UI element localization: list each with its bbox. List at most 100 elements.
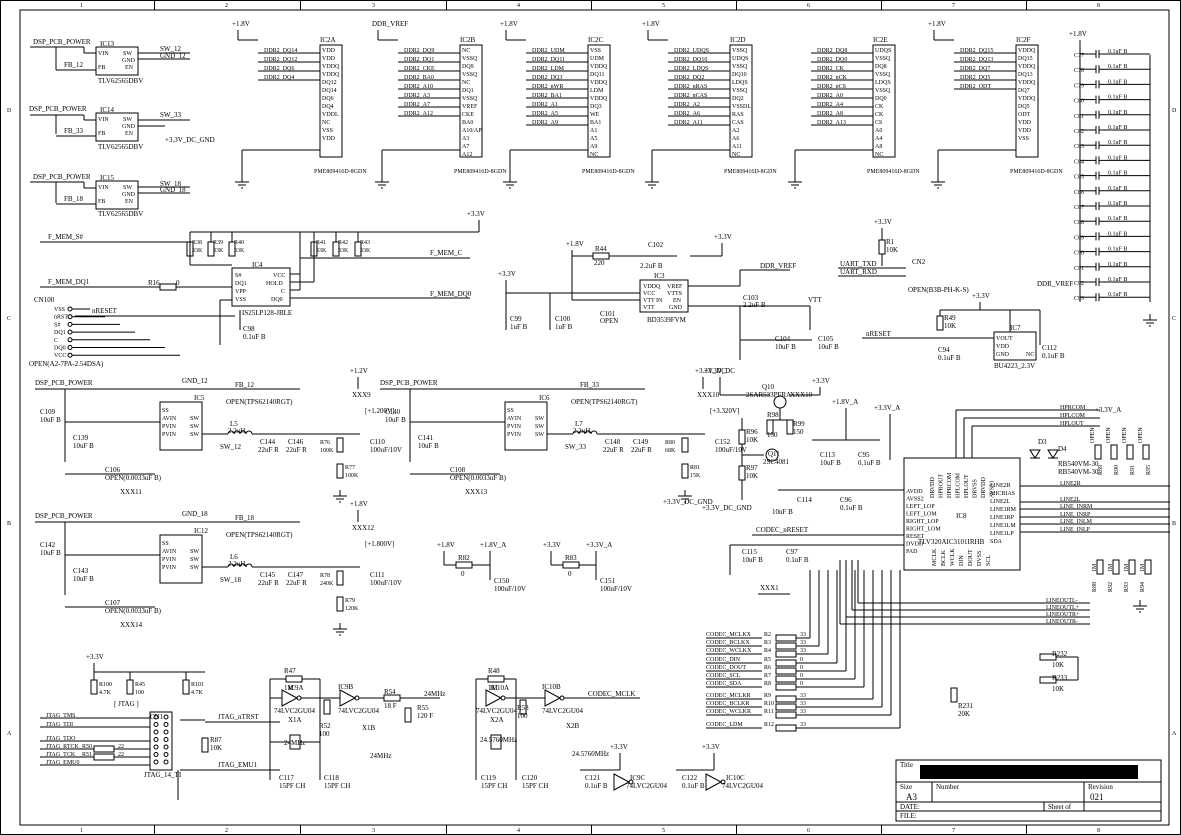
jtag-pullup-ref: R101 xyxy=(191,682,204,688)
svg-text:VTT: VTT xyxy=(808,296,822,304)
svg-text:+1.8V: +1.8V xyxy=(566,240,584,248)
flash-pullup-resistor xyxy=(207,241,215,257)
redacted-title xyxy=(920,765,1138,779)
column-label-top: 5 xyxy=(662,3,665,9)
decap-value: 0.1uF B xyxy=(1108,49,1127,55)
ddr-pin: A5 xyxy=(590,136,597,142)
decap-value: 0.1uF B xyxy=(1108,171,1127,177)
ddr-net-label: DDR2_DQ4 xyxy=(264,75,294,81)
ddr-net-label: DDR2_A7 xyxy=(404,102,430,108)
svg-text:74LVC2GU04: 74LVC2GU04 xyxy=(338,707,379,715)
svg-text:HOLD: HOLD xyxy=(266,281,283,287)
ddr-net-label: DDR2_DQ2 xyxy=(674,75,704,81)
ddr-pin: VDDQ xyxy=(322,64,340,70)
ddr-pin: VSS xyxy=(322,128,333,134)
column-label-top: 2 xyxy=(225,3,228,9)
jtag-pin xyxy=(163,752,169,757)
buck-body xyxy=(504,401,548,451)
codec-hp-net: HPRCOM xyxy=(1060,405,1086,411)
ddr-pin: UDM xyxy=(590,56,605,62)
ddr-ref: IC2A xyxy=(320,36,336,44)
svg-text:+3.3V: +3.3V xyxy=(714,233,732,241)
flash-pullup-ref: R43 xyxy=(360,240,370,246)
ddr-pin: DQ0 xyxy=(875,96,887,102)
ddr-body xyxy=(729,44,753,158)
svg-text:X1B: X1B xyxy=(362,724,376,732)
svg-text:C: C xyxy=(281,289,285,295)
ddr-net-label: DDR2_DQ12 xyxy=(264,57,297,63)
svg-text:C94: C94 xyxy=(938,346,950,354)
divider-resistor xyxy=(336,437,344,453)
svg-text:24.5760MHz: 24.5760MHz xyxy=(480,736,517,744)
svg-text:IC10B: IC10B xyxy=(542,683,561,691)
svg-text:+3.3V: +3.3V xyxy=(812,377,830,385)
decap-value: 0.1uF B xyxy=(1108,79,1127,85)
codec-bus-net: CODEC_MCLKR xyxy=(706,693,751,699)
svg-text:VPP: VPP xyxy=(235,289,247,295)
column-label-bottom: 5 xyxy=(662,828,665,834)
svg-text:VTT IN: VTT IN xyxy=(643,298,663,304)
ddr-net-label: DDR2_DQ7 xyxy=(960,66,990,72)
svg-text:+3.3V: +3.3V xyxy=(467,210,485,218)
ddr-body xyxy=(459,44,483,158)
divider-ref: R80 xyxy=(665,440,675,446)
codec-bus-value: 33 xyxy=(800,722,806,728)
buck-out-rail: +1.8V xyxy=(350,500,368,508)
codec-bus-ref: R11 xyxy=(764,709,774,715)
codec-bus-value: 0 xyxy=(800,673,803,679)
svg-text:15PF CH: 15PF CH xyxy=(279,782,305,790)
jtag-pullup-value: 4.7K xyxy=(99,690,112,696)
jtag-pin xyxy=(153,729,159,735)
row-label-right: D xyxy=(1172,108,1177,114)
buck-xxx: XXX13 xyxy=(465,488,488,496)
ddr-net-label: DDR2_UDQS xyxy=(674,48,709,54)
svg-text:D3: D3 xyxy=(1038,438,1047,446)
buck-pin: PVIN xyxy=(507,424,522,430)
codec-bias-value: 1M xyxy=(1108,563,1114,572)
inductor-coil xyxy=(245,563,253,568)
ddr-net-label: DDR2_nCS xyxy=(817,84,846,90)
codec-bus-ref: R4 xyxy=(764,648,771,654)
buck-pin: SW xyxy=(190,432,199,438)
codec-pin-left: RESET xyxy=(906,534,925,540)
ddr-net-label: DDR2_nRAS xyxy=(674,84,707,90)
svg-text:XXX10: XXX10 xyxy=(790,391,813,399)
codec-bias-ref: R88 xyxy=(1092,582,1098,592)
ddr-pin: A9 xyxy=(590,144,597,150)
ddr-memory-blocks: IC2AVDDVDDVDDQVDDQDQ12DQ14DQ6DQ4VDDLNCVS… xyxy=(232,20,1063,189)
ddr-pin: DQ7 xyxy=(1018,88,1030,94)
codec-pin-top: DRVDD xyxy=(930,476,936,498)
ddr-net-label: DDR2_DQ0 xyxy=(817,57,847,63)
svg-text:C118: C118 xyxy=(324,774,339,782)
buck-input: DSP_PCB_POWER xyxy=(35,512,93,520)
buck-pin: SW xyxy=(535,424,544,430)
ddr-block-ic2b: IC2BNCVSSQDQ9VSSQNCDQ1VSSQVREFCKEBA0A10/… xyxy=(372,20,507,189)
svg-text:R54: R54 xyxy=(384,688,396,696)
ddr-pin: DQ13 xyxy=(1018,72,1033,78)
codec-pin-right: MICBIAS xyxy=(990,491,1015,497)
ddr-pin: LDM xyxy=(590,88,604,94)
codec-hp-net: HPLOUT xyxy=(1060,421,1084,427)
cn100-pin-label: S# xyxy=(54,322,60,328)
ddr-net-label: DDR2_BA0 xyxy=(404,75,434,81)
svg-text:74LVC2GU04: 74LVC2GU04 xyxy=(542,707,583,715)
ddr-net-label: DDR2_A3 xyxy=(404,93,430,99)
ddr-pin: VDDQ xyxy=(590,64,608,70)
svg-text:10uF B: 10uF B xyxy=(772,508,793,516)
codec-bus-net: CODEC_DOUT xyxy=(706,665,746,671)
jtag-net: JTAG_RTCK xyxy=(46,744,79,750)
ddr-pin: A0 xyxy=(875,128,882,134)
svg-text:R48: R48 xyxy=(488,667,500,675)
column-label-bottom: 8 xyxy=(1097,828,1100,834)
svg-text:C96: C96 xyxy=(840,496,852,504)
ddr-net-label: DDR2_DQ14 xyxy=(264,48,297,54)
codec-open-label: OPEN xyxy=(1122,427,1128,443)
divider-resistor xyxy=(336,463,344,479)
ddr-supply: +1.8V xyxy=(642,20,660,28)
jtag-pin xyxy=(153,714,159,720)
ddr-net-label: DDR2_A5 xyxy=(532,111,558,117)
codec-bias-resistor xyxy=(1144,559,1152,575)
